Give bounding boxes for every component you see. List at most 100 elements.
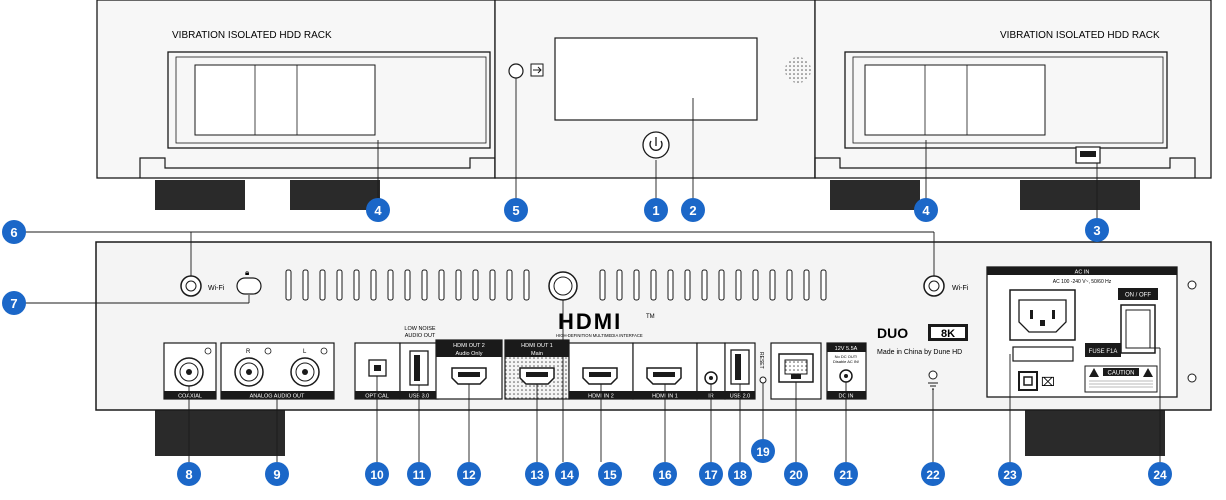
svg-text:17: 17 bbox=[704, 468, 718, 482]
callout-6: 6 bbox=[2, 220, 26, 244]
ir-receiver-window bbox=[508, 63, 524, 79]
low-noise-line2: AUDIO OUT bbox=[405, 333, 436, 339]
callout-12: 12 bbox=[457, 462, 481, 486]
analog-l-label: L bbox=[303, 349, 307, 355]
front-display bbox=[554, 37, 758, 121]
rear-screw-bottom bbox=[1187, 373, 1197, 383]
svg-text:8: 8 bbox=[185, 467, 192, 482]
weee-icon: ⌧ bbox=[1041, 375, 1055, 389]
callout-23: 23 bbox=[998, 462, 1022, 486]
left-tray-handle bbox=[194, 64, 376, 136]
reset-label: RESET bbox=[758, 352, 764, 369]
hdmi-tagline: HIGH-DEFINITION MULTIMEDIA INTERFACE bbox=[556, 333, 643, 338]
callout-4-right: 4 bbox=[914, 198, 938, 222]
wifi-left-label: Wi-Fi bbox=[208, 285, 225, 292]
front-panel: VIBRATION ISOLATED HDD RACK VIBRATION IS… bbox=[96, 0, 1212, 210]
wifi-right-label: Wi-Fi bbox=[952, 285, 969, 292]
svg-text:14: 14 bbox=[560, 468, 574, 482]
svg-text:13: 13 bbox=[530, 468, 544, 482]
callout-14: 14 bbox=[555, 462, 579, 486]
leader-lines bbox=[22, 78, 1161, 462]
svg-text:9: 9 bbox=[273, 467, 280, 482]
svg-text:7: 7 bbox=[10, 296, 17, 311]
on-off-label: ON / OFF bbox=[1125, 293, 1151, 299]
left-hdd-tray bbox=[167, 51, 491, 149]
dc-note-2: Disable AC IN! bbox=[833, 359, 859, 364]
fuse-holder[interactable] bbox=[1012, 346, 1074, 362]
callouts: 1 2 3 4 4 5 6 7 8 9 10 11 12 13 14 15 16… bbox=[2, 198, 1172, 486]
svg-text:20: 20 bbox=[789, 468, 803, 482]
svg-text:11: 11 bbox=[413, 468, 426, 482]
ground-terminal[interactable] bbox=[928, 370, 938, 380]
svg-text:10: 10 bbox=[370, 468, 384, 482]
svg-text:19: 19 bbox=[756, 445, 770, 459]
rear-vents bbox=[285, 269, 827, 301]
security-lock-slot[interactable] bbox=[236, 277, 262, 295]
hdmi-tm: TM bbox=[646, 314, 655, 320]
callout-19: 19 bbox=[751, 439, 775, 463]
rear-panel: Wi-Fi 🔒︎ HDMI TM HIGH-DEFINITION MULTIME… bbox=[95, 241, 1212, 456]
lock-icon: 🔒︎ bbox=[245, 268, 249, 277]
rear-screw-top bbox=[1187, 280, 1197, 290]
callout-22: 22 bbox=[921, 462, 945, 486]
svg-text:18: 18 bbox=[733, 468, 747, 482]
callout-1: 1 bbox=[644, 198, 668, 222]
left-rack-label: VIBRATION ISOLATED HDD RACK bbox=[172, 30, 332, 41]
made-in-label: Made in China by Dune HD bbox=[877, 349, 962, 356]
callout-5: 5 bbox=[504, 198, 528, 222]
callout-18: 18 bbox=[728, 462, 752, 486]
dc-rating: 12V 5.5A bbox=[835, 346, 858, 352]
callout-15: 15 bbox=[598, 462, 622, 486]
hdmi-out2-title: HDMI OUT 2 bbox=[453, 343, 485, 349]
svg-text:3: 3 bbox=[1093, 223, 1100, 238]
svg-text:21: 21 bbox=[839, 468, 853, 482]
hdmi-logo: HDMI bbox=[558, 309, 622, 334]
on-off-badge bbox=[1118, 288, 1158, 300]
rear-right-foot bbox=[1025, 410, 1165, 456]
ac-in-label: AC IN bbox=[1075, 270, 1090, 276]
front-right-foot bbox=[830, 180, 920, 210]
warning-icon-left bbox=[1089, 368, 1099, 377]
svg-text:22: 22 bbox=[926, 468, 940, 482]
analog-r-label: R bbox=[246, 349, 251, 355]
svg-text:1: 1 bbox=[652, 203, 659, 218]
front-left-foot-2 bbox=[290, 180, 380, 210]
hdmi-out1-title: HDMI OUT 1 bbox=[521, 343, 553, 349]
right-tray-handle bbox=[864, 64, 1046, 136]
dc-note-1: No DC OUT! bbox=[835, 354, 858, 359]
callout-3: 3 bbox=[1085, 218, 1109, 242]
svg-text:2: 2 bbox=[689, 203, 696, 218]
callout-9: 9 bbox=[265, 462, 289, 486]
analog-audio-label: ANALOG AUDIO OUT bbox=[250, 394, 305, 400]
right-rack-label: VIBRATION ISOLATED HDD RACK bbox=[1000, 30, 1160, 41]
svg-text:6: 6 bbox=[10, 225, 17, 240]
front-speaker-grill bbox=[785, 57, 811, 83]
ac-rating: AC 100 -240 V~, 50/60 Hz bbox=[1053, 279, 1112, 285]
svg-text:16: 16 bbox=[658, 468, 672, 482]
svg-text:24: 24 bbox=[1153, 468, 1167, 482]
svg-text:5: 5 bbox=[512, 203, 519, 218]
callout-16: 16 bbox=[653, 462, 677, 486]
svg-text:12: 12 bbox=[462, 468, 476, 482]
hdmi-out2-sub: Audio Only bbox=[456, 351, 483, 357]
low-noise-line1: LOW NOISE bbox=[404, 326, 436, 332]
rear-center-connector[interactable] bbox=[548, 271, 578, 301]
callout-13: 13 bbox=[525, 462, 549, 486]
svg-text:4: 4 bbox=[374, 203, 382, 218]
front-right-foot-2 bbox=[1020, 180, 1140, 210]
callout-8: 8 bbox=[177, 462, 201, 486]
front-left-foot bbox=[155, 180, 245, 210]
callout-4-left: 4 bbox=[366, 198, 390, 222]
hdmi-out1-sub: Main bbox=[531, 351, 543, 357]
caution-label: CAUTION bbox=[1108, 371, 1135, 377]
right-hdd-tray bbox=[844, 51, 1168, 149]
fuse-label: FUSE F1A bbox=[1089, 349, 1118, 355]
power-icon bbox=[649, 140, 663, 151]
callout-20: 20 bbox=[784, 462, 808, 486]
coaxial-label: COAXIAL bbox=[178, 394, 202, 400]
brand-duo: DUO bbox=[877, 325, 908, 341]
rear-left-foot bbox=[155, 410, 285, 456]
fuse-badge bbox=[1085, 343, 1121, 357]
reset-button[interactable] bbox=[759, 376, 767, 384]
